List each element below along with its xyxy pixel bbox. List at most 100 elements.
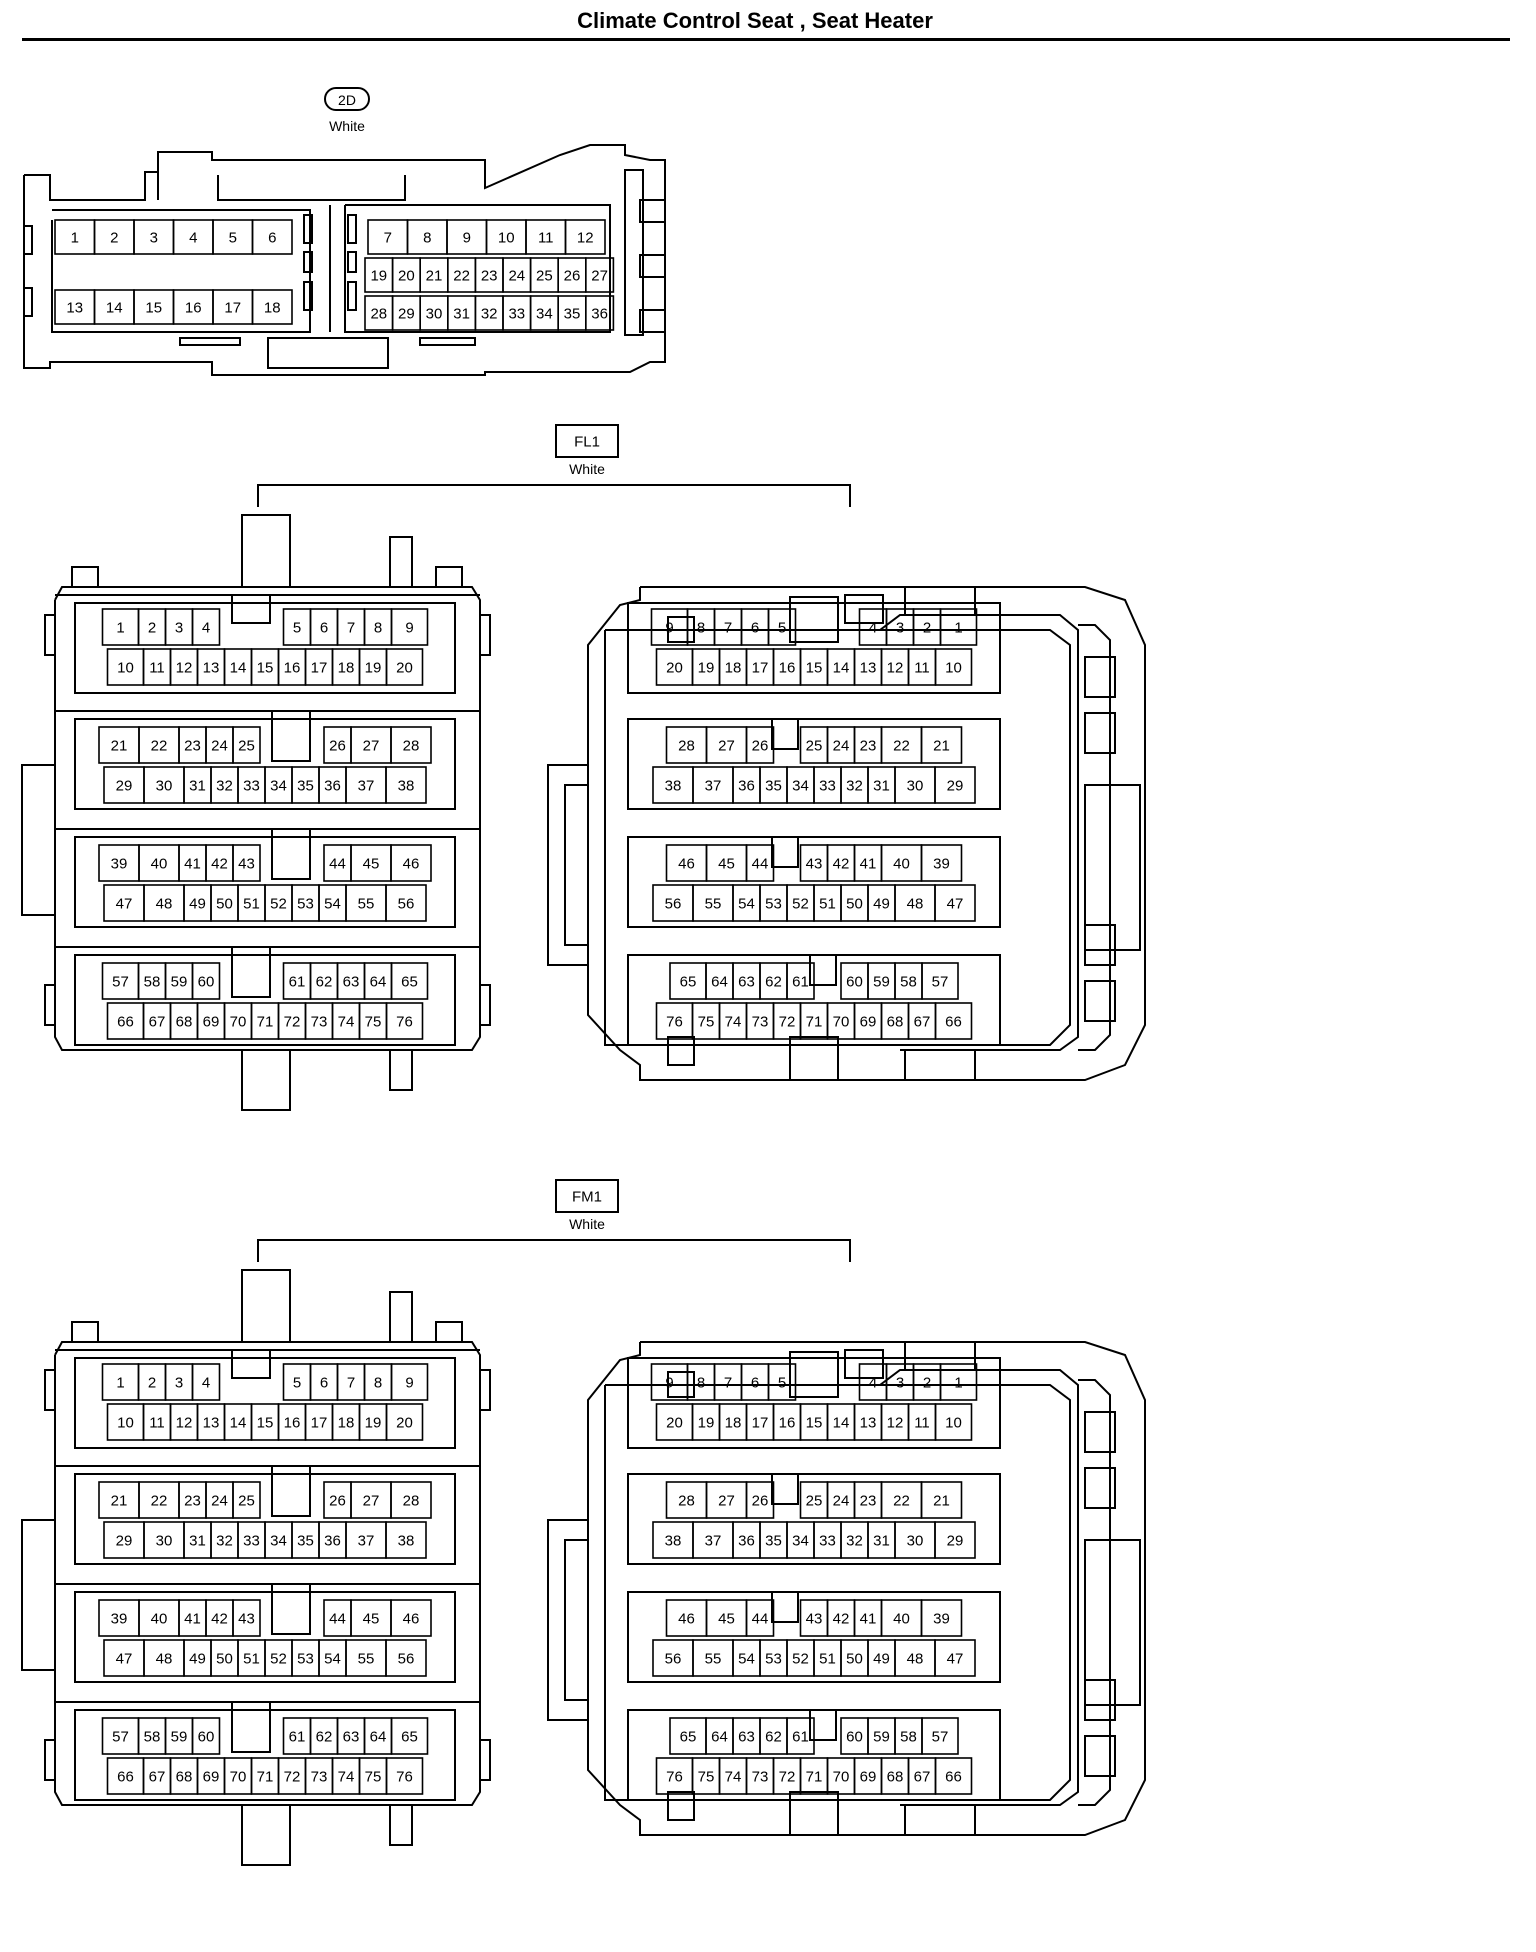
pin-39: 39 [920, 1599, 963, 1637]
pin-56: 56 [652, 1639, 694, 1677]
pin-20: 20 [391, 257, 422, 293]
pin-15: 15 [250, 1403, 280, 1441]
pin-62: 62 [759, 1717, 788, 1755]
pin-62: 62 [309, 962, 339, 1000]
key-notch [771, 1473, 799, 1505]
pin-14: 14 [223, 1403, 253, 1441]
pin-number: 25 [238, 1493, 255, 1510]
pin-cell [921, 1717, 959, 1755]
pin-number: 51 [819, 1651, 836, 1668]
pin-71: 71 [250, 1002, 280, 1040]
pin-31: 31 [867, 1521, 896, 1559]
pin-cavity [74, 602, 456, 694]
pin-number: 60 [198, 1729, 215, 1746]
pin-68: 68 [880, 1002, 910, 1040]
pin-number: 40 [893, 856, 910, 873]
pin-cell [385, 1403, 424, 1441]
key-notch [771, 836, 799, 868]
pin-number: 4 [202, 620, 210, 637]
pin-number: 49 [189, 1651, 206, 1668]
housing-inner [604, 629, 1071, 1046]
pin-number: 51 [819, 896, 836, 913]
pin-number: 28 [403, 738, 420, 755]
pin-number: 68 [176, 1769, 193, 1786]
pin-38: 38 [385, 766, 427, 804]
pin-61: 61 [786, 962, 815, 1000]
pin-32: 32 [840, 1521, 869, 1559]
side-key [44, 614, 56, 656]
pin-36: 36 [318, 1521, 347, 1559]
pin-cell [251, 219, 293, 255]
pin-41: 41 [853, 1599, 883, 1637]
pin-cell [390, 1717, 429, 1755]
pin-number: 40 [151, 856, 168, 873]
pin-3: 3 [164, 1363, 194, 1401]
pin-34: 34 [264, 766, 293, 804]
pin-27: 27 [584, 257, 615, 293]
pin-number: 13 [203, 1415, 220, 1432]
pin-number: 9 [665, 1375, 673, 1392]
inner-right-cavity [344, 204, 611, 333]
pin-number: 53 [297, 896, 314, 913]
pin-47: 47 [103, 884, 145, 922]
pin-66: 66 [934, 1002, 973, 1040]
connector-id-box [555, 424, 619, 458]
pin-36: 36 [732, 1521, 761, 1559]
bottom-post [789, 1036, 839, 1081]
pin-number: 36 [324, 1533, 341, 1550]
pin-2: 2 [93, 219, 135, 255]
side-key [547, 764, 589, 966]
bottom-post [789, 1791, 839, 1836]
pin-number: 67 [149, 1769, 166, 1786]
pin-20: 20 [655, 648, 694, 686]
connector-bracket [257, 484, 851, 507]
pin-number: 12 [176, 660, 193, 677]
pin-45: 45 [350, 844, 392, 882]
pin-number: 13 [860, 660, 877, 677]
key-notch [271, 828, 311, 880]
pin-number: 42 [211, 856, 228, 873]
pin-number: 11 [149, 660, 165, 677]
divider-key [303, 281, 313, 311]
pin-number: 43 [238, 1611, 255, 1628]
pin-cell [934, 766, 976, 804]
pin-number: 15 [806, 1415, 823, 1432]
pin-number: 45 [718, 856, 735, 873]
pin-40: 40 [138, 844, 180, 882]
pin-number: 29 [398, 306, 415, 323]
pin-46: 46 [390, 1599, 432, 1637]
connector-id: FL1 [574, 434, 600, 451]
pin-number: 16 [779, 1415, 796, 1432]
pin-number: 68 [176, 1014, 193, 1031]
pin-number: 6 [751, 620, 759, 637]
pin-42: 42 [205, 844, 234, 882]
pin-number: 46 [678, 1611, 695, 1628]
pin-number: 13 [203, 660, 220, 677]
pin-17: 17 [212, 289, 254, 325]
pin-number: 8 [374, 620, 382, 637]
pin-number: 31 [189, 778, 206, 795]
pin-1: 1 [939, 1363, 978, 1401]
pin-number: 35 [297, 1533, 314, 1550]
pin-cavity [74, 1709, 456, 1801]
pin-68: 68 [169, 1757, 199, 1795]
pin-51: 51 [237, 884, 266, 922]
pin-cell [390, 962, 429, 1000]
pin-6: 6 [740, 1363, 770, 1401]
pin-number: 9 [463, 230, 471, 247]
pin-57: 57 [921, 1717, 959, 1755]
pin-number: 60 [198, 974, 215, 991]
pin-cell [767, 608, 797, 646]
pin-number: 67 [914, 1769, 931, 1786]
pin-51: 51 [237, 1639, 266, 1677]
pin-28: 28 [665, 1481, 708, 1519]
pin-cell [385, 1521, 427, 1559]
pin-number: 33 [243, 1533, 260, 1550]
pin-52: 52 [786, 884, 815, 922]
pin-cell [390, 1481, 432, 1519]
pin-50: 50 [210, 884, 239, 922]
pin-number: 4 [869, 1375, 877, 1392]
pin-number: 66 [117, 1014, 134, 1031]
